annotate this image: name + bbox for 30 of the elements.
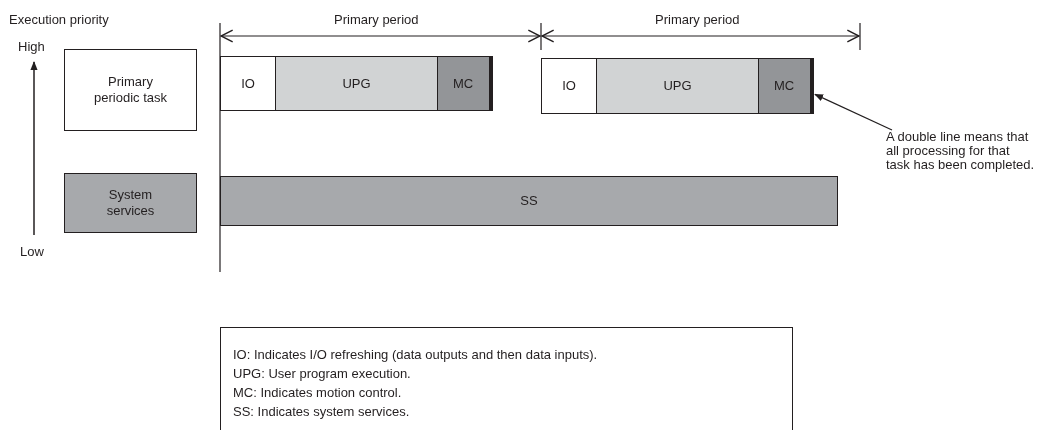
axis-label: Low: [20, 244, 44, 260]
io-segment: [220, 56, 276, 111]
axis-title: Execution priority: [9, 12, 109, 28]
node-label: IO: [562, 78, 576, 94]
leader-line: [814, 93, 893, 131]
period-label: Primary period: [655, 12, 740, 28]
node-label: UPG: [663, 78, 692, 94]
node-label: MC: [773, 78, 796, 94]
upg-segment: [275, 56, 438, 111]
node-label: MC: [452, 75, 475, 92]
node-label: SS: [520, 193, 538, 209]
axis-label: High: [18, 39, 45, 55]
node-label: IO: [241, 75, 255, 92]
legend-entry: SS: Indicates system services.: [233, 403, 410, 421]
task-box: [64, 173, 197, 233]
mc-segment: [437, 56, 493, 111]
legend-entry: UPG: User program execution.: [233, 365, 411, 383]
mc-segment: [758, 58, 814, 114]
legend-entry: MC: Indicates motion control.: [233, 384, 402, 402]
legend-entry: IO: Indicates I/O refreshing (data outputs and then data inputs).: [233, 346, 598, 364]
node-label: A double line means that all processing for that task has been completed.: [886, 130, 1036, 172]
node-label: UPG: [342, 75, 371, 92]
io-segment: [541, 58, 597, 114]
ss-bar: [220, 176, 838, 226]
upg-segment: [596, 58, 759, 114]
node-label: System services: [105, 187, 156, 219]
task-box: [64, 49, 197, 131]
period-label: Primary period: [334, 12, 419, 28]
legend-box: [220, 327, 793, 430]
node-label: Primary periodic task: [93, 74, 168, 106]
